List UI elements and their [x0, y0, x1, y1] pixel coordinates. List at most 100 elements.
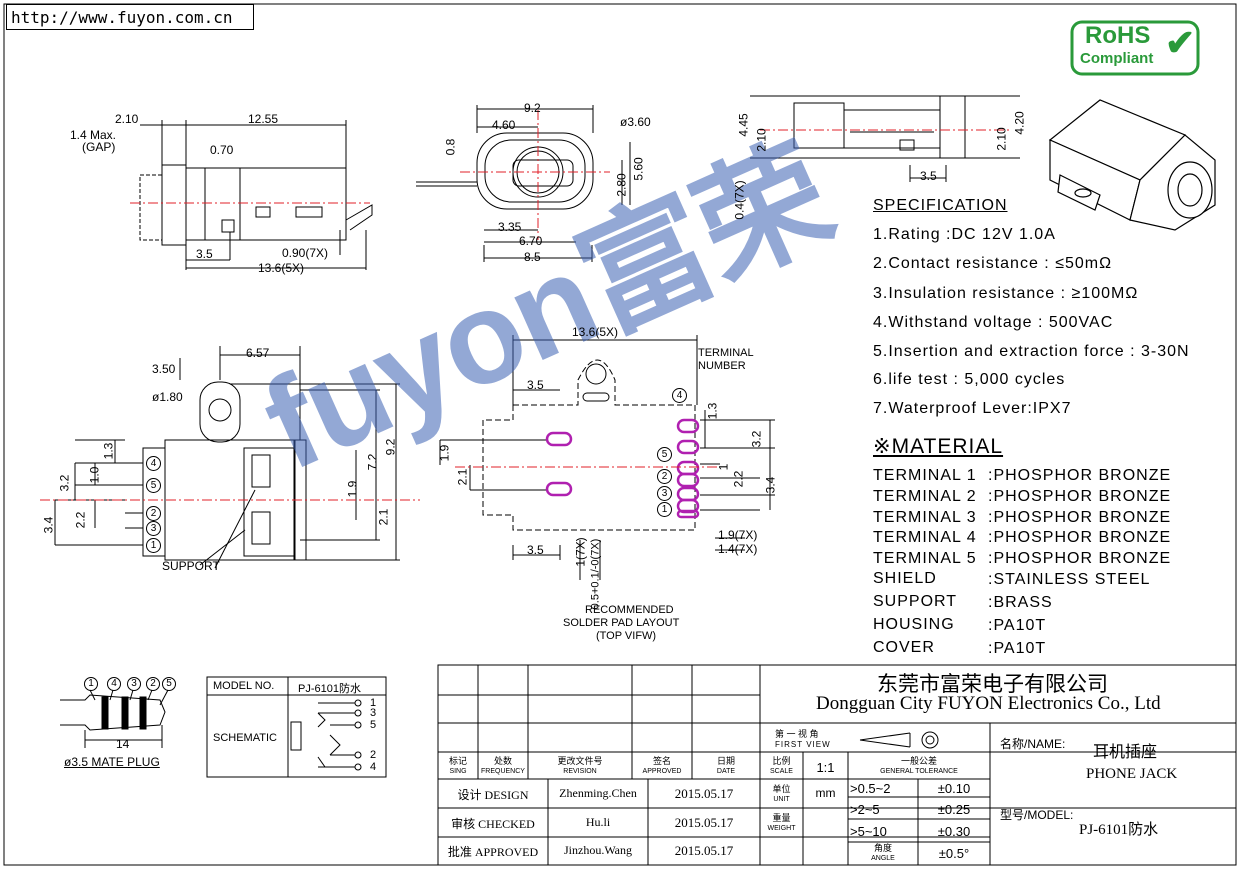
pin-number: 1	[146, 538, 161, 553]
tolerance-range: >0.5~2	[850, 781, 891, 796]
pin-number: 1	[657, 502, 672, 517]
spec-item: 3.Insulation resistance : ≥100MΩ	[873, 285, 1139, 302]
dim: 0.4(7X)	[732, 180, 747, 220]
terminal-label: TERMINAL	[698, 347, 754, 359]
weight-cn: 重量	[772, 813, 791, 823]
dim: 3.4	[41, 516, 56, 534]
unit-en: UNIT	[773, 796, 790, 803]
dim: 1.4(7X)	[718, 542, 758, 556]
material-part: SHIELD	[873, 570, 937, 587]
pad-layout	[439, 335, 775, 580]
material-part: TERMINAL 5	[873, 550, 977, 567]
header-cn: 处数	[493, 756, 512, 766]
mate-plug	[60, 689, 169, 748]
material-value: :PHOSPHOR BRONZE	[988, 467, 1172, 484]
pad-layout-pads	[545, 418, 700, 519]
material-value: :PA10T	[988, 617, 1047, 634]
header-cn: 比例	[772, 756, 791, 766]
material-part: TERMINAL 1	[873, 467, 977, 484]
url-link[interactable]: http://www.fuyon.com.cn	[6, 4, 254, 30]
dim: 1(7X)	[573, 537, 588, 567]
pin-number: 3	[146, 521, 161, 536]
dim: 0.8	[443, 138, 458, 156]
name-en: PHONE JACK	[1086, 766, 1178, 782]
dim: 1	[716, 463, 731, 471]
pin-number: 5	[657, 447, 672, 462]
rohs-line1: RoHS	[1085, 22, 1151, 49]
dim: 9.2	[383, 438, 398, 456]
schematic-pin: 2	[370, 749, 377, 761]
projection-cn: 第 一 视 角	[775, 729, 819, 739]
rohs-badge	[1070, 20, 1200, 76]
dim: 2.80	[614, 173, 629, 197]
plug-pin: 3	[127, 677, 141, 691]
dim: 3.5	[196, 247, 213, 261]
projection-en: FIRST VIEW	[775, 740, 831, 749]
material-value: :PHOSPHOR BRONZE	[988, 550, 1172, 567]
schematic-model: PJ-6101防水	[298, 683, 361, 695]
dim: 1.4 Max.	[70, 128, 117, 142]
model-label: 型号/MODEL:	[1000, 808, 1074, 822]
side-view	[139, 120, 373, 270]
material-part: TERMINAL 3	[873, 509, 977, 526]
header-en: APPROVED	[642, 768, 682, 775]
schematic-pin: 5	[370, 719, 377, 731]
signoff-name: Jinzhou.Wang	[563, 843, 633, 857]
schematic-pin: 4	[370, 761, 377, 773]
dim: 2.10	[115, 112, 139, 126]
plug-pin: 4	[107, 677, 121, 691]
dim: 1.9	[437, 444, 452, 462]
front-view	[416, 105, 631, 262]
signoff-role: 批准 APPROVED	[447, 845, 539, 859]
title-block-grid	[437, 664, 1237, 866]
dim: 9.2	[524, 101, 541, 115]
header-en: GENERAL TOLERANCE	[880, 768, 958, 775]
header-cn: 更改文件号	[557, 756, 603, 766]
pad-caption-line2: SOLDER PAD LAYOUT	[563, 617, 680, 629]
unit-cn: 单位	[772, 784, 791, 794]
signoff-role: 设计 DESIGN	[457, 788, 529, 802]
pin-number: 5	[146, 478, 161, 493]
pad-caption-line3: (TOP VIFW)	[596, 630, 657, 642]
dim: 3.2	[749, 430, 764, 448]
pin-number: 3	[657, 486, 672, 501]
material-part: TERMINAL 2	[873, 488, 977, 505]
dim: 1.3	[705, 402, 720, 420]
plug-dim: 14	[116, 737, 130, 751]
material-part: COVER	[873, 639, 935, 656]
pin-number: 2	[657, 469, 672, 484]
material-value: :STAINLESS STEEL	[988, 571, 1151, 588]
iso-sketch	[1048, 99, 1216, 231]
pin-number: 4	[146, 456, 161, 471]
company-en: Dongguan City FUYON Electronics Co., Ltd	[816, 693, 1161, 714]
dim: 1.3	[101, 442, 116, 460]
dim: 4.20	[1012, 111, 1027, 135]
dim: 1.9	[345, 480, 360, 498]
header-en: SCALE	[770, 768, 793, 775]
bottom-left-view	[54, 346, 400, 569]
schematic-pin: 3	[370, 707, 377, 719]
dim: (GAP)	[82, 140, 116, 154]
spec-item: 7.Waterproof Lever:IPX7	[873, 400, 1072, 417]
model-value: PJ-6101防水	[1079, 822, 1159, 838]
signoff-name: Zhenming.Chen	[559, 786, 637, 800]
pin-number: 2	[146, 506, 161, 521]
pad-caption-line1: RECOMMENDED	[585, 604, 674, 616]
pin-number: 4	[672, 388, 687, 403]
name-cn: 耳机插座	[1093, 744, 1158, 761]
signoff-date: 2015.05.17	[674, 786, 734, 801]
plug-pin: 1	[84, 677, 98, 691]
dim: 12.55	[248, 112, 279, 126]
material-value: :PHOSPHOR BRONZE	[988, 488, 1172, 505]
dim: 1.9(7X)	[718, 528, 758, 542]
dim: 4.60	[492, 118, 516, 132]
dim: 0.70	[210, 143, 234, 157]
check-icon: ✔	[1165, 22, 1196, 63]
name-label: 名称/NAME:	[1000, 737, 1066, 751]
plug-pin: 5	[162, 677, 176, 691]
company-cn: 东莞市富荣电子有限公司	[877, 673, 1108, 696]
schematic-label: SCHEMATIC	[213, 732, 277, 744]
schematic-box	[206, 676, 387, 778]
spec-item: 5.Insertion and extraction force : 3-30N	[873, 343, 1190, 360]
